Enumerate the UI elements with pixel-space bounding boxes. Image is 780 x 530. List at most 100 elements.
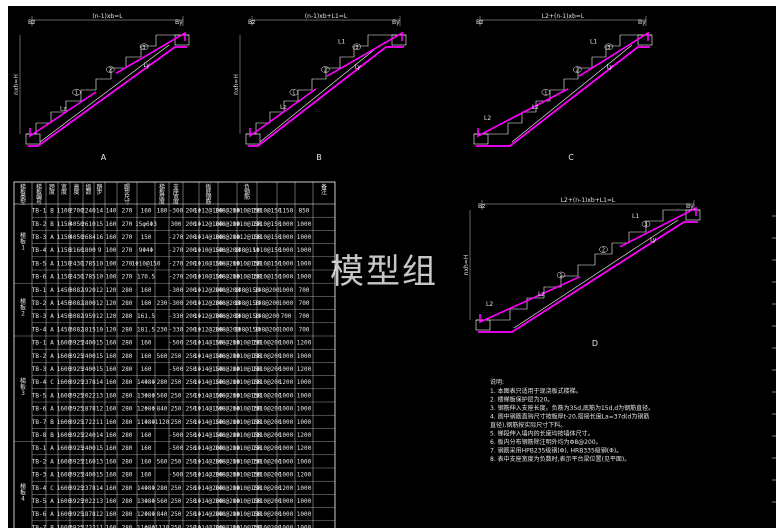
- table-cell: 1000: [279, 498, 294, 505]
- table-cell: TB-2: [32, 458, 47, 465]
- table-cell: 1450: [57, 326, 72, 333]
- table-cell: 700: [299, 300, 310, 307]
- table-cell: 1Φ10@150: [253, 260, 282, 267]
- table-cell: 1150: [57, 234, 72, 241]
- table-cell: 1Φ8@150: [234, 300, 260, 307]
- callout-number-C: 3: [607, 45, 610, 51]
- table-cell: 160: [106, 498, 117, 505]
- table-cell: TB-2: [32, 221, 47, 228]
- table-cell: -270: [169, 274, 184, 281]
- table-cell: TB-1: [32, 340, 47, 347]
- table-cell: 250: [186, 472, 197, 479]
- table-cell: 1Φ10@150: [233, 379, 262, 386]
- table-cell: 280: [122, 392, 133, 399]
- dim-label-top-D: L2+(n-1)xb+L1=L: [561, 197, 616, 204]
- table-cell: -270: [169, 247, 184, 254]
- table-cell: 14: [96, 208, 104, 215]
- table-cell: 1Φ10@150: [233, 340, 262, 347]
- table-cell: 270: [122, 234, 133, 241]
- table-cell: 1450: [57, 300, 72, 307]
- table-cell: 1000: [297, 260, 312, 267]
- table-cell: 1Φ8@200: [215, 326, 241, 333]
- table-cell: 1600: [57, 419, 72, 426]
- table-header-5: 数: [85, 188, 91, 196]
- table-cell: B: [50, 208, 54, 215]
- table-cell: 120: [106, 300, 117, 307]
- table-cell: -500: [169, 366, 184, 373]
- table-cell: 850: [299, 208, 310, 215]
- table-cell: 270: [122, 247, 133, 254]
- table-cell: 1Φ10@150: [253, 247, 282, 254]
- table-cell: TB-8: [32, 432, 47, 439]
- callout-number-A: 3: [142, 45, 145, 51]
- table-cell: 1150: [57, 221, 72, 228]
- table-cell: 1Φ14@150: [194, 419, 223, 426]
- table-cell: 1000: [297, 406, 312, 413]
- table-cell: 1Φ10@150: [233, 472, 262, 479]
- table-cell: 1Φ10@150: [194, 260, 223, 267]
- table-header-11: 座: [173, 188, 179, 196]
- table-cell: 2430: [69, 274, 84, 281]
- table-cell: -500: [169, 340, 184, 347]
- support-right-B: [391, 34, 407, 46]
- table-header-8: 寸: [124, 198, 130, 206]
- table-cell: 280: [122, 419, 133, 426]
- table-header-4: 高: [73, 183, 79, 191]
- table-cell: 250: [171, 485, 182, 492]
- table-cell: A: [50, 300, 54, 307]
- label-l2-C: L2: [484, 115, 491, 122]
- table-cell: 1Φ8@200: [215, 511, 241, 518]
- table-cell: 1000: [297, 274, 312, 281]
- table-cell: 270: [122, 260, 133, 267]
- table-cell: 3925: [69, 340, 84, 347]
- table-cell: -300: [169, 300, 184, 307]
- table-cell: 270: [122, 221, 133, 228]
- table-cell: 1Φ12@100: [194, 208, 223, 215]
- table-cell: 280: [122, 472, 133, 479]
- table-cell: -500: [169, 472, 184, 479]
- table-cell: 1Φ8@200: [254, 300, 280, 307]
- table-cell: A: [50, 353, 54, 360]
- rebar-top-right-B: [326, 31, 403, 77]
- table-cell: 3925: [69, 458, 84, 465]
- table-group-label: 4: [21, 495, 25, 502]
- label-by-C: By: [638, 19, 646, 26]
- support-left-B: [245, 133, 261, 145]
- table-cell: 1Φ10@200: [253, 392, 282, 399]
- table-cell: 1000: [279, 432, 294, 439]
- table-cell: 280: [122, 458, 133, 465]
- table-cell: 12: [96, 300, 104, 307]
- table-cell: B: [50, 419, 54, 426]
- table-cell: 160: [141, 300, 152, 307]
- table-cell: 2400: [81, 340, 96, 347]
- slab-soffit-C: [511, 44, 633, 143]
- notes-line: 5. 梯段伸入墙内的长度均按墙体尺寸。: [490, 430, 594, 438]
- table-cell: 1Φ10@150: [233, 511, 262, 518]
- table-cell: 160: [106, 524, 117, 528]
- table-cell: 1600: [57, 432, 72, 439]
- table-header-1: 编: [36, 193, 42, 201]
- table-cell: 12: [96, 406, 104, 413]
- table-cell: 1Φ8@200: [215, 300, 241, 307]
- table-cell: -330: [169, 313, 184, 320]
- table-cell: 3925: [69, 524, 84, 528]
- table-cell: TB-4: [32, 379, 47, 386]
- table-cell: 280: [122, 287, 133, 294]
- table-cell: 4050: [69, 234, 84, 241]
- table-cell: 2400: [81, 366, 96, 373]
- table-cell: 1Φ8@150: [234, 287, 260, 294]
- stair-outline-A: [26, 34, 189, 135]
- table-cell: 1959: [81, 313, 96, 320]
- table-cell: 1Φ8@200: [215, 247, 241, 254]
- notes-line: 4. 图中钢筋直钩尺寸按板厚t-20,搭接长度La=37d(d为钢筋: [490, 413, 649, 421]
- table-header-8: 尺: [124, 194, 130, 201]
- table-header-11: 宽: [173, 193, 179, 201]
- table-cell: 14: [96, 379, 104, 386]
- table-cell: 1Φ10@200: [253, 379, 282, 386]
- table-cell: 1000: [297, 524, 312, 528]
- table-cell: 1000: [279, 353, 294, 360]
- table-cell: 200: [186, 208, 197, 215]
- table-cell: 120: [106, 313, 117, 320]
- table-cell: 160: [106, 353, 117, 360]
